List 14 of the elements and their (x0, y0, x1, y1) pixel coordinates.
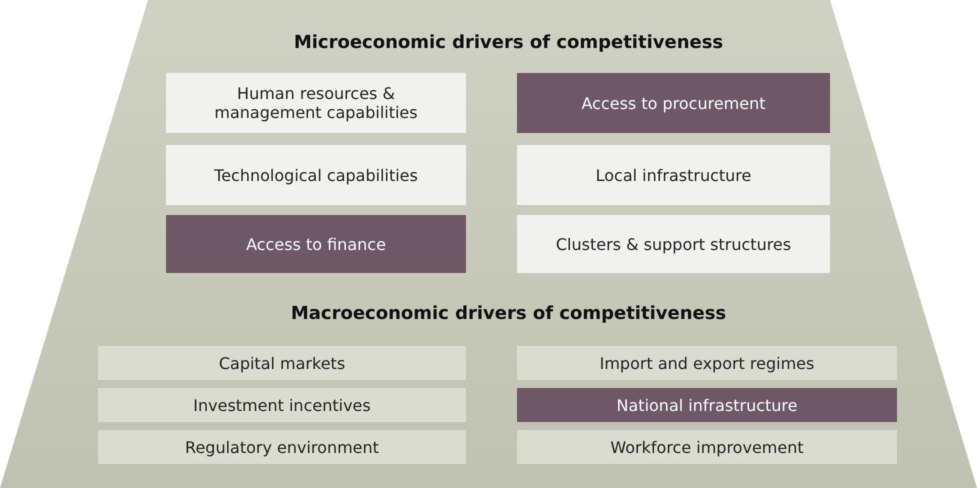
driver-box: Capital markets (98, 346, 466, 380)
driver-box: Import and export regimes (517, 346, 897, 380)
driver-box: Human resources & management capabilities (166, 73, 466, 133)
driver-box: Regulatory environment (98, 430, 466, 464)
driver-box: Access to procurement (517, 73, 830, 133)
driver-box: Technological capabilities (166, 145, 466, 205)
driver-box: Local infrastructure (517, 145, 830, 205)
section-heading: Macroeconomic drivers of competitiveness (290, 303, 728, 324)
driver-box: Clusters & support structures (517, 215, 830, 273)
driver-box: National infrastructure (517, 388, 897, 422)
driver-box: Access to finance (166, 215, 466, 273)
section-heading: Microeconomic drivers of competitiveness (292, 32, 724, 53)
driver-box: Investment incentives (98, 388, 466, 422)
driver-box: Workforce improvement (517, 430, 897, 464)
